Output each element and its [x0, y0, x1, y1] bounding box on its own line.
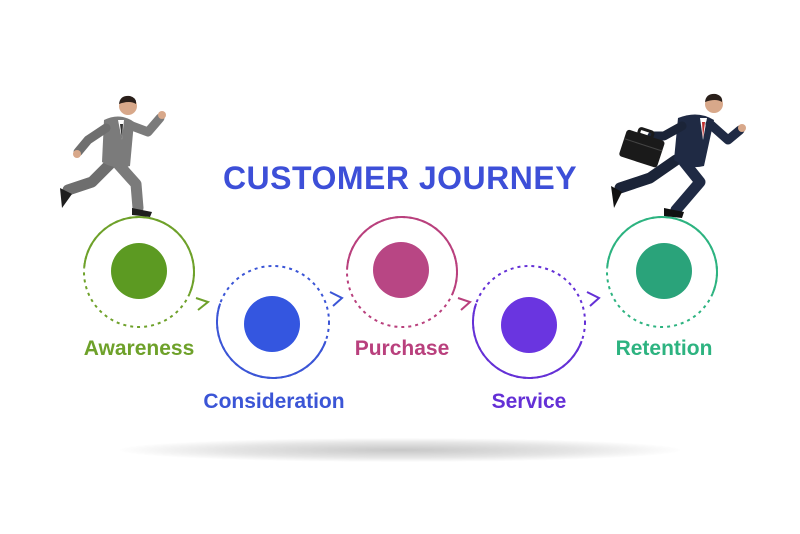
page-title: CUSTOMER JOURNEY [222, 160, 578, 196]
stage-retention [606, 216, 719, 328]
awareness-label: Awareness [83, 337, 195, 360]
retention-label: Retention [615, 337, 713, 360]
purchase-ring-solid [346, 216, 459, 329]
consideration-dot [244, 296, 300, 352]
purchase-dot [373, 242, 429, 298]
awareness-dot [111, 243, 167, 299]
retention-ring-dashed [606, 216, 719, 328]
retention-dot [636, 243, 692, 299]
consideration-label: Consideration [203, 390, 345, 413]
briefcase-icon [619, 127, 665, 168]
arrow-icon [457, 297, 472, 311]
purchase-label: Purchase [354, 337, 450, 360]
arrow-icon [586, 291, 601, 307]
stage-awareness [83, 216, 211, 329]
arrow-icon [195, 297, 211, 311]
stage-purchase [346, 216, 472, 329]
stage-service [472, 265, 601, 379]
arrow-icon [329, 291, 344, 307]
service-dot [501, 297, 557, 353]
service-label: Service [491, 390, 567, 413]
businessman-with-briefcase-icon [611, 93, 746, 218]
consideration-ring-solid [216, 265, 330, 379]
stage-consideration [216, 265, 344, 379]
awareness-outer-ring-dashed [83, 216, 195, 329]
service-ring-solid [472, 265, 586, 379]
ground-shadow [120, 438, 680, 462]
businessman-running-icon [60, 95, 166, 217]
